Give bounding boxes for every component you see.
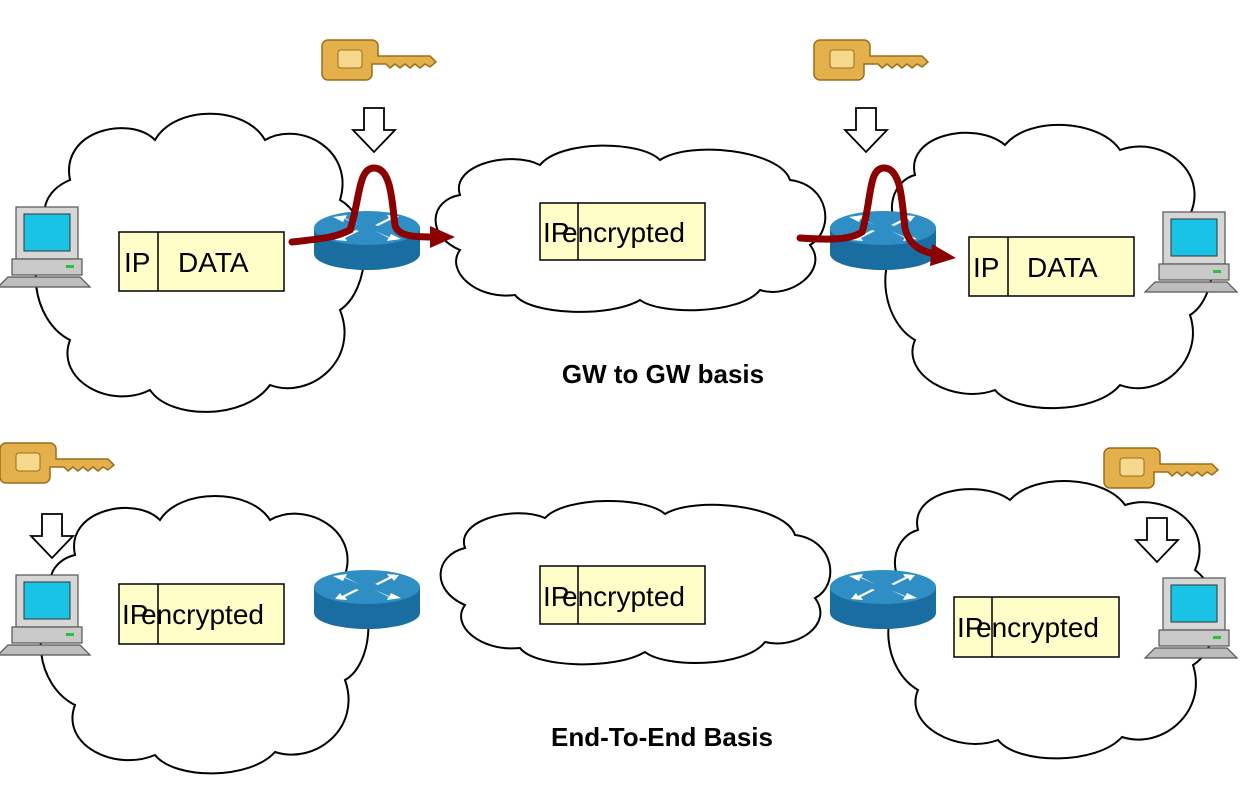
packet-header-label: IP [543,217,569,248]
right-gateway-router-icon [830,570,936,629]
middle-encrypted-packet: IP encrypted [539,565,706,625]
left-gateway-router-icon [314,211,420,270]
packet-payload-label: encrypted [141,599,264,630]
right-gateway-key-icon [813,39,929,81]
packet-payload-label: encrypted [976,612,1099,643]
right-encrypted-packet: IP encrypted [953,596,1120,658]
left-gateway-down-arrow-icon [352,107,396,153]
right-tunnel-arrow-icon [796,164,956,266]
left-host-key-icon [0,442,115,484]
packet-payload-label: encrypted [562,581,685,612]
packet-header-label: IP [122,599,148,630]
packet-payload-label: encrypted [562,217,685,248]
left-host-computer-icon [0,206,91,288]
left-gateway-router-icon [314,570,420,629]
left-host-computer-icon [0,574,91,656]
packet-header-label: IP [957,612,983,643]
right-gateway-down-arrow-icon [844,107,888,153]
end-to-end-section: IP encrypted IP encrypted IP encrypted E… [0,442,1238,775]
packet-header-label: IP [124,247,150,278]
left-gateway-key-icon [321,39,437,81]
packet-header-label: IP [973,252,999,283]
end-to-end-caption: End-To-End Basis [551,722,773,752]
packet-header-label: IP [543,581,569,612]
gw-to-gw-section: IP DATA IP encrypted IP DATA GW to GW ba… [0,39,1238,413]
left-plain-packet: IP DATA [118,231,285,292]
packet-payload-label: DATA [1027,252,1098,283]
packet-payload-label: DATA [178,247,249,278]
left-host-down-arrow-icon [30,513,74,559]
middle-encrypted-packet: IP encrypted [539,202,706,261]
left-tunnel-arrow-icon [288,164,455,248]
right-host-key-icon [1103,447,1219,489]
right-plain-packet: IP DATA [968,236,1135,297]
gw-to-gw-caption: GW to GW basis [562,359,764,389]
left-encrypted-packet: IP encrypted [118,583,285,645]
